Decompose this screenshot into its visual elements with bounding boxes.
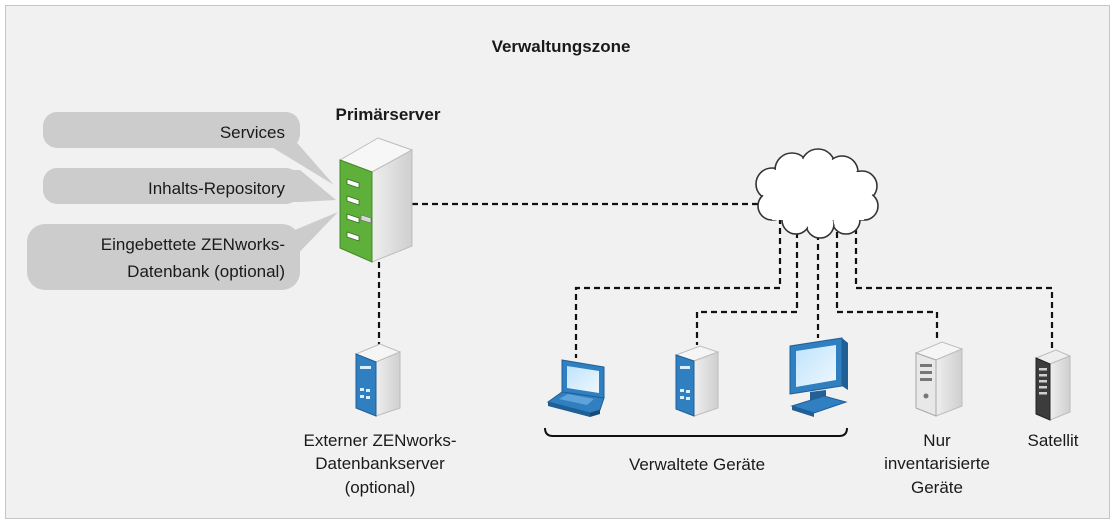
external-db-label-line3: (optional) (345, 478, 416, 497)
satellite-server-icon (1034, 349, 1072, 421)
inventory-only-label-line2: inventarisierte (884, 454, 990, 473)
inventory-only-label-line1: Nur (923, 431, 951, 450)
external-db-label-line2: Datenbankserver (315, 454, 445, 473)
primary-server-icon (338, 137, 414, 263)
callout-database-line2: Datenbank (optional) (127, 262, 285, 281)
callout-repository: Inhalts-Repository (43, 168, 336, 204)
primary-server-title: Primärserver (336, 105, 441, 124)
desktop-monitor-icon (789, 337, 848, 417)
zone-title: Verwaltungszone (492, 37, 631, 56)
external-database-server-icon (354, 343, 402, 417)
network-connectors (377, 202, 1054, 358)
callout-database-line1: Eingebettete ZENworks- (101, 235, 285, 254)
callout-repository-label: Inhalts-Repository (148, 179, 286, 198)
laptop-icon (546, 359, 605, 417)
cloud-to-workstation-link (695, 222, 799, 345)
external-db-label-line1: Externer ZENworks- (303, 431, 456, 450)
managed-devices-label: Verwaltete Geräte (629, 455, 765, 474)
managed-workstation-icon (674, 345, 720, 417)
network-cloud-icon (755, 148, 879, 239)
cloud-to-laptop-link (574, 218, 782, 358)
satellite-label: Satellit (1027, 431, 1078, 450)
callout-services-label: Services (220, 123, 285, 142)
callout-embedded-database: Eingebettete ZENworks- Datenbank (option… (27, 212, 338, 290)
cloud-to-inventory-link (835, 222, 939, 342)
callout-services: Services (43, 112, 334, 185)
cloud-to-satellite-link (854, 218, 1054, 350)
inventory-only-label-line3: Geräte (911, 478, 963, 497)
inventory-only-device-icon (914, 341, 964, 417)
managed-devices-bracket (544, 427, 848, 437)
